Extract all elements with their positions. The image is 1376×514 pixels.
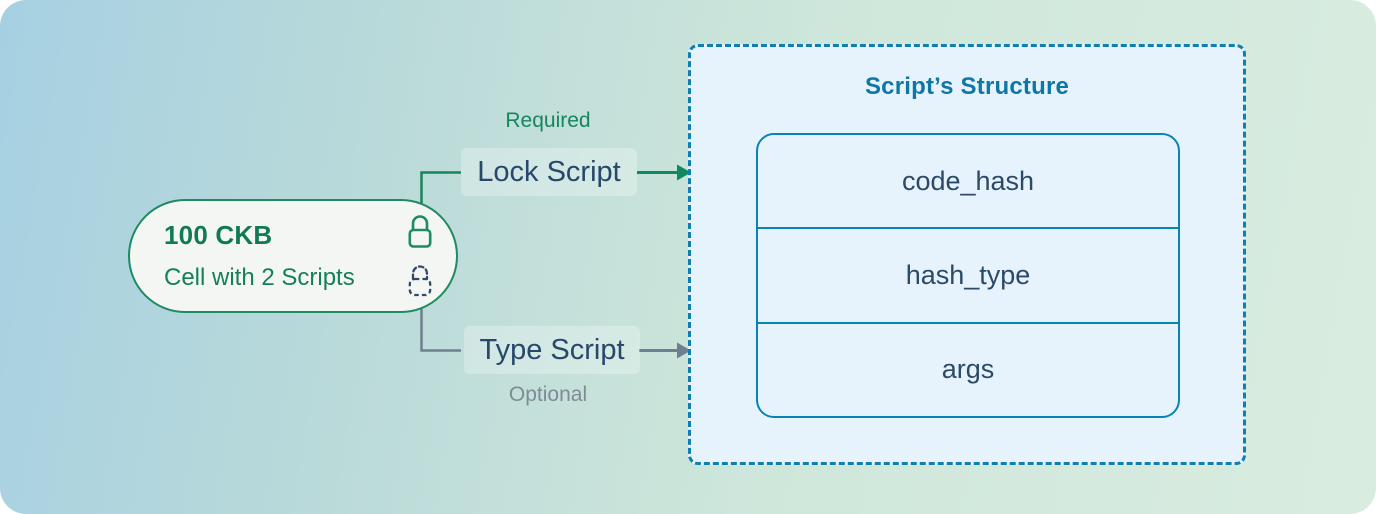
cell-amount: 100 CKB [164,220,273,250]
type-script-connector-line [420,308,461,352]
cell-texts: 100 CKB Cell with 2 Scripts [130,220,403,292]
cell-pill: 100 CKB Cell with 2 Scripts [128,199,458,313]
cell-icons [403,212,456,301]
lock-script-connector-line [420,171,461,204]
optional-label: Optional [508,383,588,406]
field-row-hash-type: hash_type [758,227,1178,321]
script-fields-table: code_hash hash_type args [756,133,1180,418]
field-row-code-hash: code_hash [901,165,1035,196]
scripts-structure-title: Script’s Structure [864,73,1070,100]
lock-script-label: Lock Script [461,148,637,196]
required-label: Required [505,109,591,132]
cell-label: Cell with 2 Scripts [164,264,355,291]
lock-script-arrow [637,164,691,181]
lock-dashed-icon [408,264,432,296]
type-script-arrow [639,342,691,359]
lock-solid-icon [408,214,432,248]
field-row-args: args [758,321,1178,416]
type-script-label: Type Script [464,326,640,374]
scripts-structure-box [688,44,1246,465]
